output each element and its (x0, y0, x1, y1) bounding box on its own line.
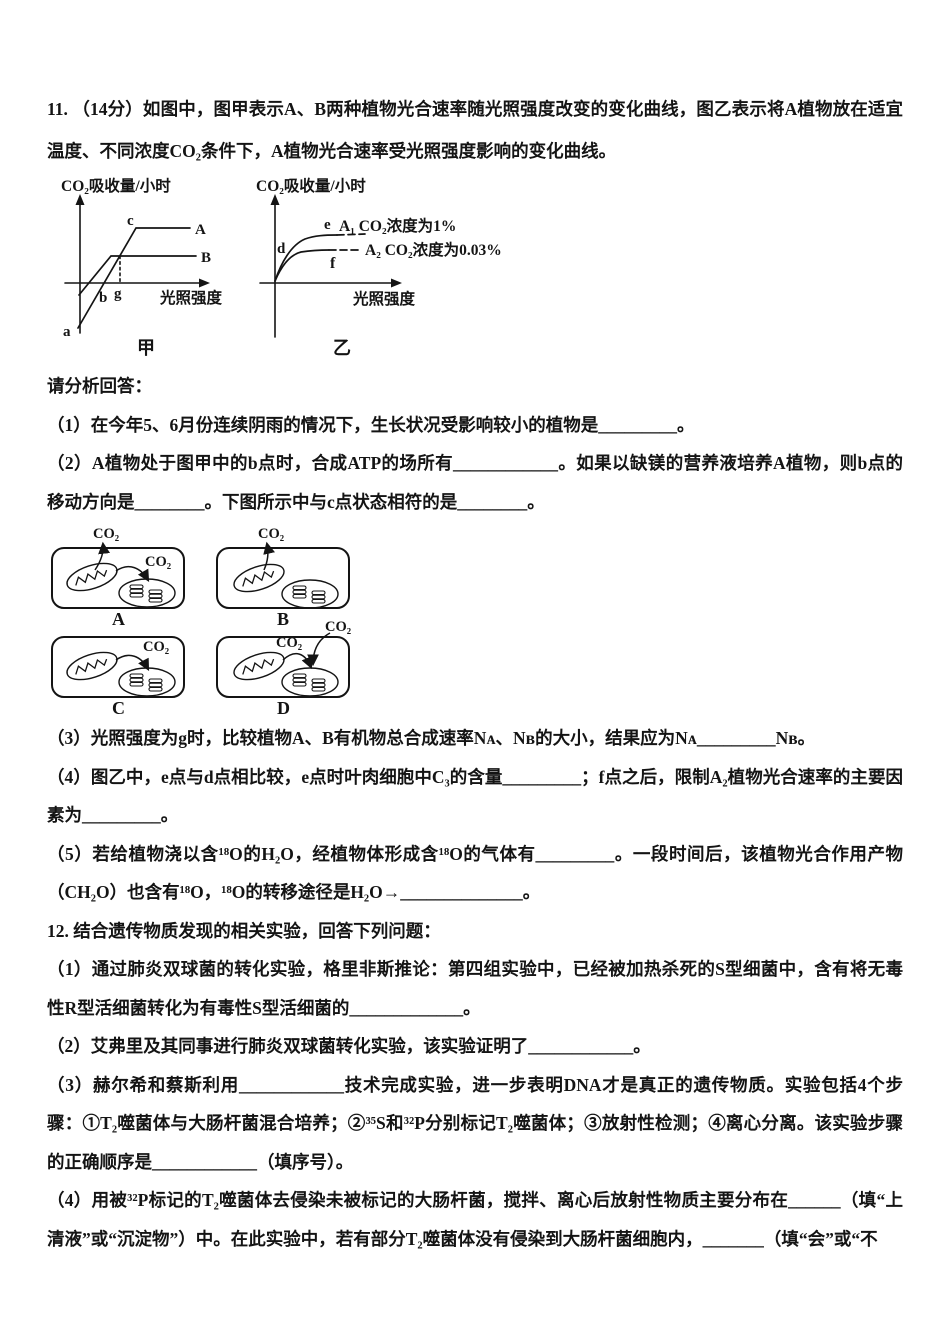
yi-point-f: f (330, 255, 336, 272)
q11-item-5: （5）若给植物浇以含¹⁸O的H₂O，经植物体形成含¹⁸O的气体有________… (47, 843, 903, 903)
cell-B-label: B (277, 609, 289, 629)
cell-options-figure: CO₂ CO₂ A CO₂ B CO₂ (47, 525, 903, 717)
mitochondrion-icon (63, 557, 121, 597)
yi-caption: 乙 (333, 338, 351, 358)
arrow-mito-to-chloroplast (282, 652, 313, 670)
chloroplast-icon (282, 668, 338, 696)
yi-x-axis-label: 光照强度 (352, 289, 416, 308)
graphs-jia-yi: CO₂吸收量/小时 a b g c A B (61, 176, 502, 358)
co2-label-outside: CO₂ (258, 526, 284, 542)
arrow-mito-to-outside (94, 541, 111, 571)
cell-D-label: D (277, 698, 290, 715)
q11-item-3: （3）光照强度为g时，比较植物A、B有机物总合成速率Nᴀ、Nʙ的大小，结果应为N… (47, 728, 816, 748)
yi-y-axis-label: CO₂吸收量/小时 (256, 176, 366, 195)
q12-item-3: （3）赫尔希和蔡斯利用____________技术完成实验，进一步表明DNA才是… (47, 1074, 903, 1172)
q11-figures: CO₂吸收量/小时 a b g c A B (53, 175, 903, 367)
figure-jia: CO₂吸收量/小时 a b g c A B (61, 176, 223, 358)
q11-stem: 11. （14分）如图中，图甲表示A、B两种植物光合速率随光照强度改变的变化曲线… (47, 99, 903, 161)
q12-stem: 12. 结合遗传物质发现的相关实验，回答下列问题： (47, 920, 441, 941)
yi-curve-A1-label: A₁ CO₂浓度为1% (339, 216, 456, 235)
cell-option-A: CO₂ CO₂ A (51, 526, 185, 629)
q11-item-1: （1）在今年5、6月份连续阴雨的情况下，生长状况受影响较小的植物是_______… (47, 414, 695, 435)
yi-axes (259, 194, 402, 338)
q11-item-2: （2）A植物处于图甲中的b点时，合成ATP的场所有____________。如果… (47, 453, 903, 512)
jia-point-g: g (114, 286, 122, 302)
cell-A-label: A (112, 609, 125, 629)
cell-C-label: C (112, 698, 125, 715)
jia-curve-A (77, 227, 191, 329)
jia-caption: 甲 (137, 338, 155, 358)
chloroplast-icon (119, 579, 175, 607)
jia-point-a: a (63, 324, 71, 340)
yi-curve-A2 (274, 249, 330, 282)
jia-point-c: c (127, 213, 134, 229)
mitochondrion-icon (230, 558, 288, 598)
arrow-mito-to-outside (263, 541, 275, 571)
yi-point-d: d (277, 241, 286, 257)
co2-label-outside: CO₂ (325, 619, 351, 635)
chloroplast-icon (282, 580, 338, 608)
arrow-mito-to-chloroplast (115, 654, 150, 671)
jia-x-axis-label: 光照强度 (159, 288, 223, 307)
co2-label-inside: CO₂ (143, 639, 169, 655)
q12-item-1: （1）通过肺炎双球菌的转化实验，格里非斯推论：第四组实验中，已经被加热杀死的S型… (47, 959, 903, 1018)
q12-item-4: （4）用被³²P标记的T₂噬菌体去侵染未被标记的大肠杆菌，搅拌、离心后放射性物质… (47, 1190, 903, 1249)
co2-label-outside: CO₂ (93, 526, 119, 542)
yi-curve-A1-dashed-end (336, 233, 366, 236)
figure-yi: CO₂吸收量/小时 d e f A₁ CO₂浓度为1% A₂ CO₂浓度为0.0… (256, 176, 502, 358)
q11-prompt: 请分析回答： (47, 376, 152, 396)
jia-curve-B (78, 255, 197, 296)
cell-diagrams: CO₂ CO₂ A CO₂ B CO₂ (51, 526, 351, 715)
q12-item-2: （2）艾弗里及其同事进行肺炎双球菌转化实验，该实验证明了____________… (47, 1036, 651, 1056)
arrow-mito-to-chloroplast (115, 565, 150, 582)
yi-curve-A1 (274, 234, 338, 282)
yi-point-e: e (324, 217, 331, 233)
jia-curve-A-label: A (195, 222, 206, 238)
yi-curve-A2-label: A₂ CO₂浓度为0.03% (365, 240, 502, 259)
cell-option-B: CO₂ B (216, 526, 350, 629)
co2-label-inside: CO₂ (276, 635, 302, 651)
arrow-outside-to-chloroplast (307, 632, 331, 667)
cell-option-C: CO₂ C (51, 636, 185, 715)
chloroplast-icon (119, 668, 175, 696)
jia-point-b: b (99, 290, 107, 306)
mitochondrion-icon (63, 646, 121, 686)
cell-option-D: CO₂ CO₂ D (216, 619, 351, 715)
co2-label-inside: CO₂ (145, 554, 171, 570)
mitochondrion-icon (230, 646, 288, 686)
q11-item-4: （4）图乙中，e点与d点相比较，e点时叶肉细胞中C₃的含量_________；f… (47, 766, 903, 826)
jia-y-axis-label: CO₂吸收量/小时 (61, 176, 171, 195)
jia-curve-B-label: B (201, 250, 211, 266)
